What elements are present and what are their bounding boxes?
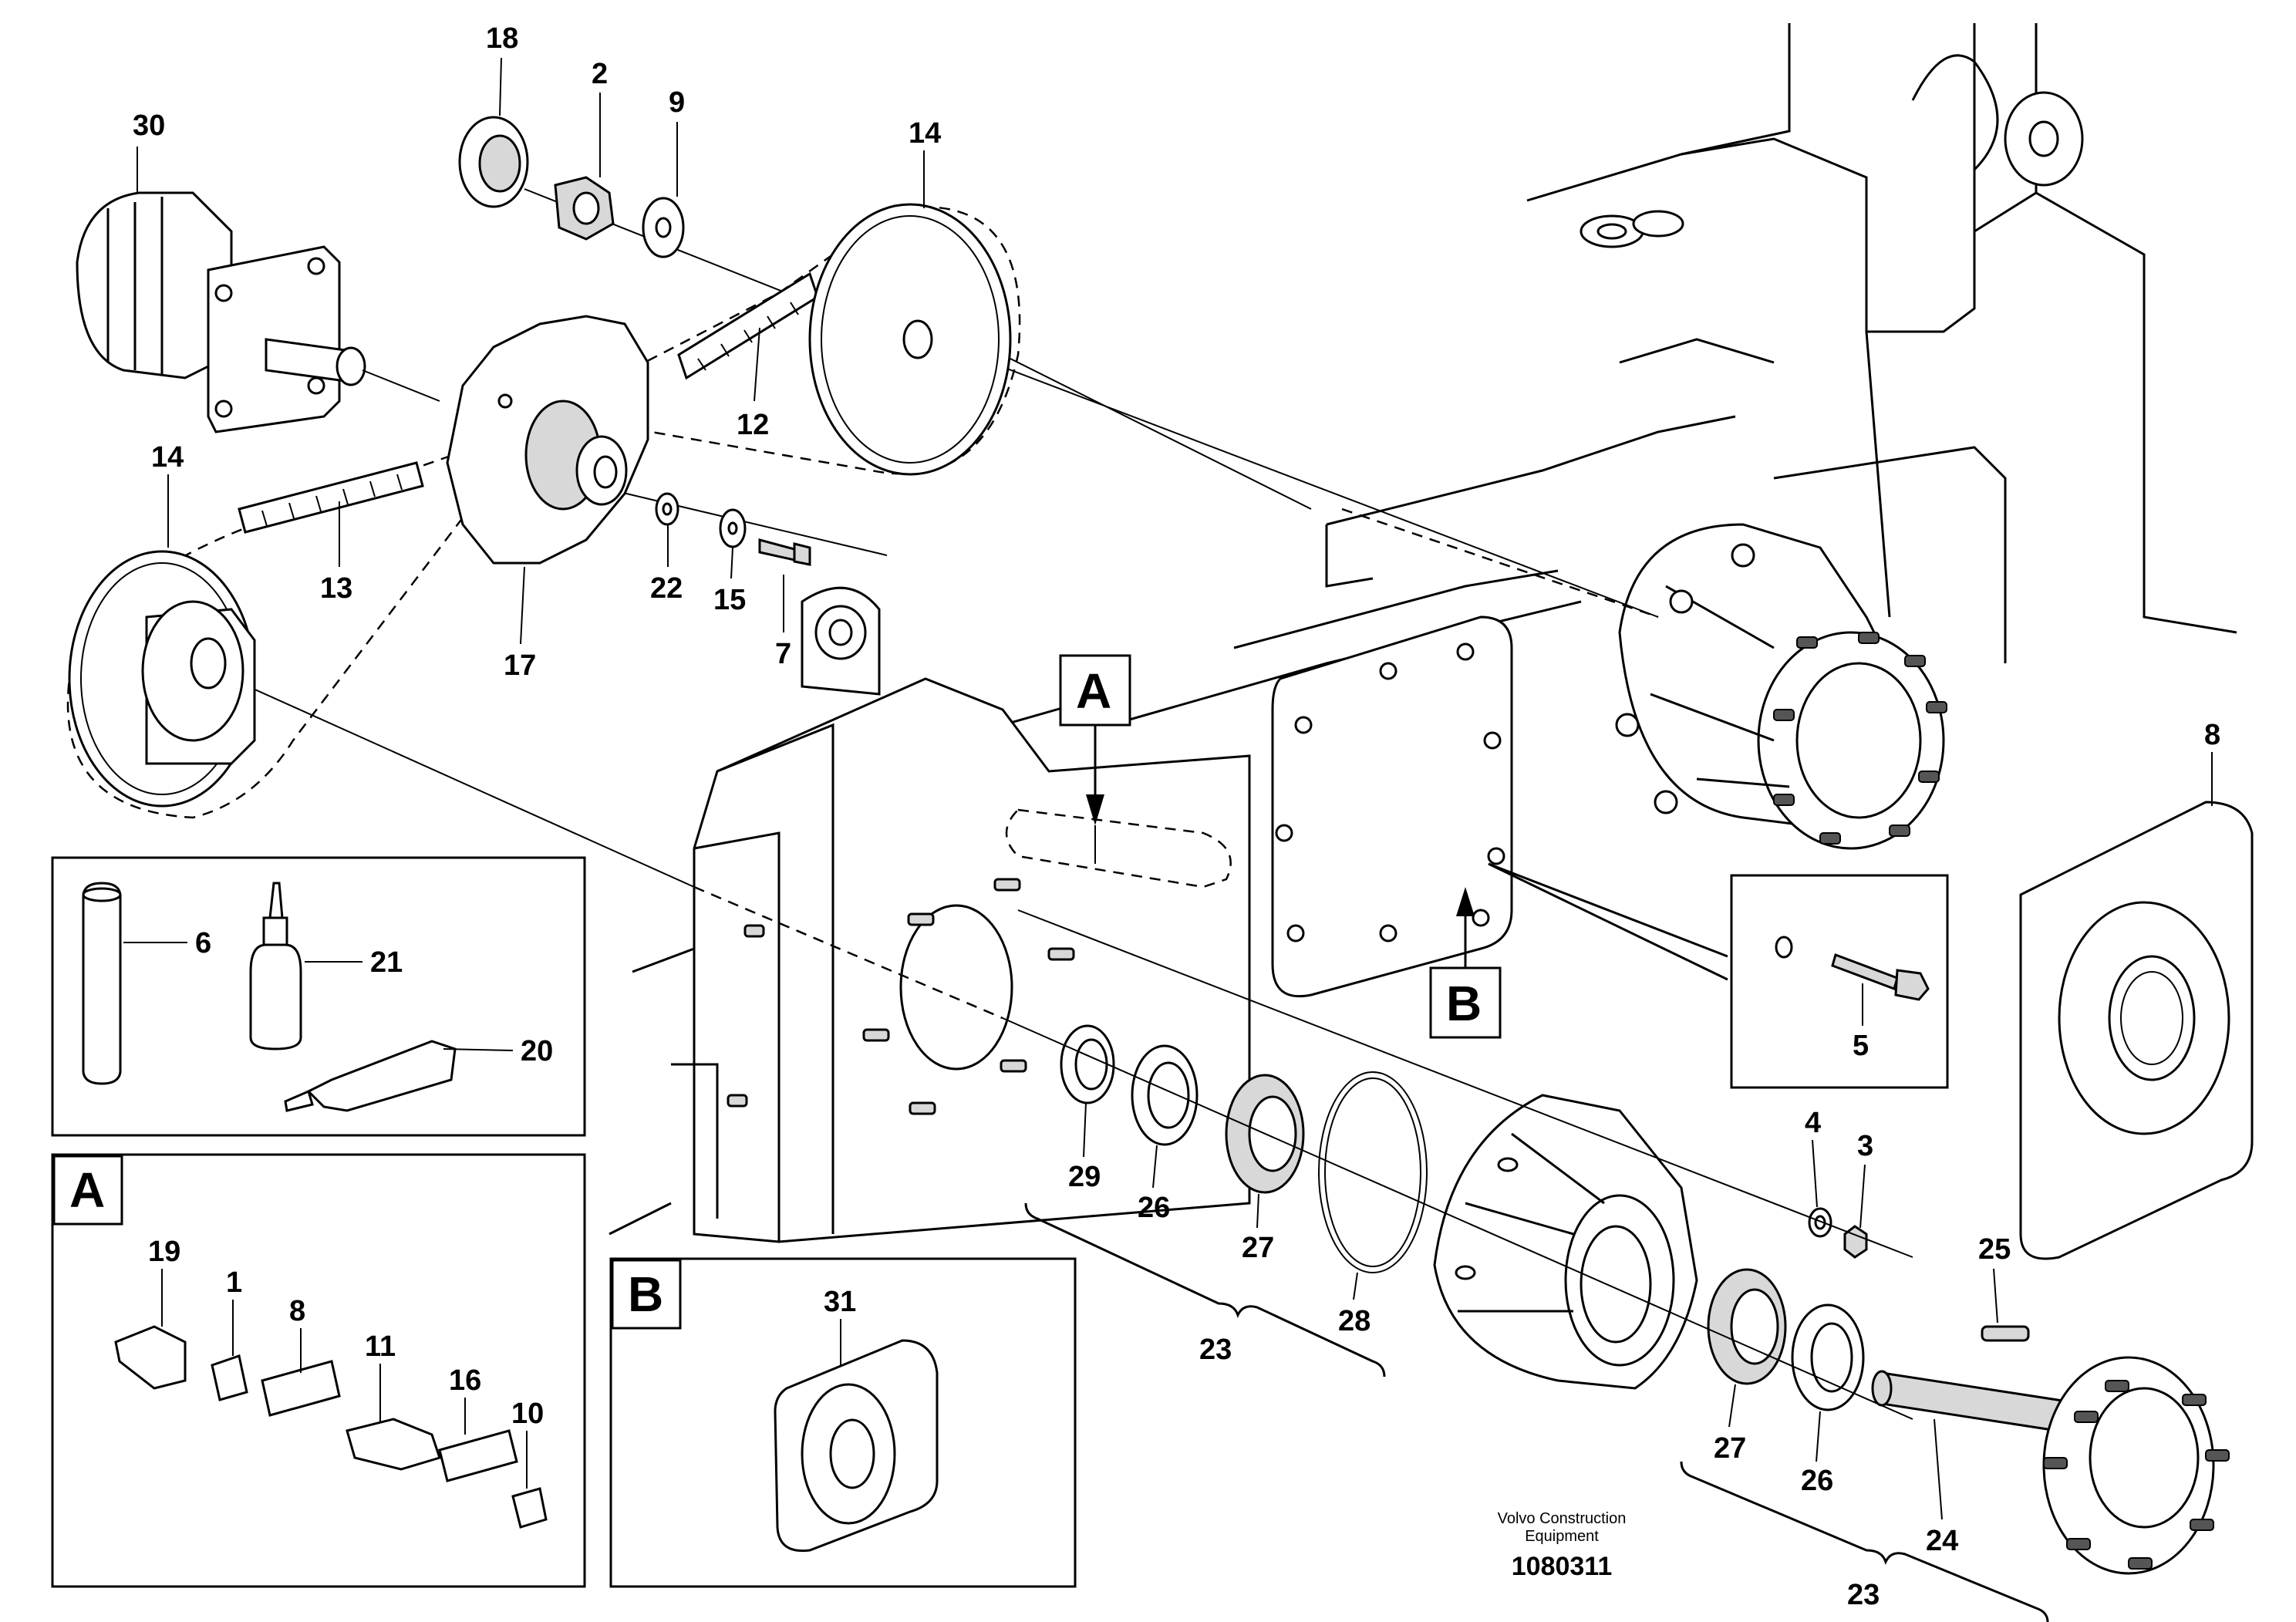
label-17: 17 [504,649,536,682]
seal-nut-washer [458,116,685,258]
label-30: 30 [133,110,165,142]
upper-hub-studs [1773,632,1947,845]
label-13: 13 [320,572,352,605]
document-number: 1080311 [1512,1552,1613,1581]
hidden-shaft [1005,808,1232,889]
detail-b-letter-box: B [628,1266,663,1322]
label-26-right: 26 [1801,1465,1833,1497]
label-31: 31 [824,1286,856,1318]
detail-b-letter-main: B [1446,976,1482,1031]
credit-line-2: Equipment [1525,1528,1599,1545]
label-16: 16 [449,1364,481,1397]
inset-bolt-5 [1730,874,1949,1089]
group-23-braces [1024,1202,2049,1622]
consumables-box [51,856,586,1137]
label-8: 8 [2204,719,2220,751]
label-2: 2 [592,58,608,90]
label-21: 21 [370,946,403,979]
part-number-labels: 30 18 2 9 14 12 14 13 17 22 15 7 6 21 20… [133,22,2220,1611]
small-hardware [655,492,811,566]
label-14-lower: 14 [151,441,184,474]
upper-hub [1615,523,1947,850]
detail-a-letter-main: A [1076,663,1111,719]
label-22: 22 [650,572,683,605]
flange-studs [2043,1380,2230,1570]
label-24: 24 [1926,1525,1958,1557]
detail-b-callout [1429,862,1728,1039]
label-18: 18 [486,22,518,55]
idler-sprocket-17 [446,315,649,565]
stud-bolts [727,878,1075,1115]
detail-b-box [609,1257,1077,1588]
label-10: 10 [511,1398,544,1430]
label-7: 7 [775,638,791,670]
hydraulic-motor [76,191,366,433]
label-29: 29 [1068,1161,1101,1193]
publisher-credit: Volvo Construction Equipment 1080311 [1498,1510,1627,1581]
label-14-upper: 14 [909,117,941,150]
label-20: 20 [521,1035,553,1067]
label-19: 19 [148,1236,180,1268]
label-6: 6 [195,927,211,959]
sprocket-14-lower [68,550,256,808]
bolt-25 [1981,1325,2030,1342]
axle-shaft [1871,1356,2230,1575]
sprocket-14-upper [808,203,1012,476]
label-28: 28 [1338,1305,1371,1337]
gasket-plate-8 [2019,801,2254,1260]
side-plate-bracket [609,586,1251,1243]
label-12: 12 [737,409,769,441]
label-11: 11 [365,1330,396,1363]
cover-plate [1271,615,1513,998]
credit-line-1: Volvo Construction [1498,1510,1627,1527]
label-1: 1 [226,1266,242,1299]
washer-and-nut [1808,1207,1868,1259]
lower-hub [1433,1094,1698,1390]
label-8-detail: 8 [289,1295,305,1327]
detail-a-callout [1059,654,1131,825]
label-3: 3 [1857,1130,1873,1162]
chain-13 [238,461,424,534]
detail-a-box [51,1153,586,1588]
cover-plate-bolts [1275,642,1505,943]
detail-letters: A B A B [69,663,1482,1322]
machine-frame [1001,23,2237,771]
detail-a-letter-box: A [69,1162,105,1218]
label-15: 15 [713,584,746,616]
label-27-left: 27 [1242,1232,1274,1264]
leader-lines [123,57,2213,1520]
label-25: 25 [1978,1233,2011,1266]
chain-12 [677,271,819,380]
label-27-right: 27 [1714,1432,1746,1465]
label-23-left: 23 [1199,1334,1232,1366]
label-26-left: 26 [1138,1192,1170,1224]
label-9: 9 [669,86,685,119]
label-23-right: 23 [1847,1579,1880,1611]
label-5: 5 [1853,1030,1869,1062]
label-4: 4 [1805,1107,1821,1139]
